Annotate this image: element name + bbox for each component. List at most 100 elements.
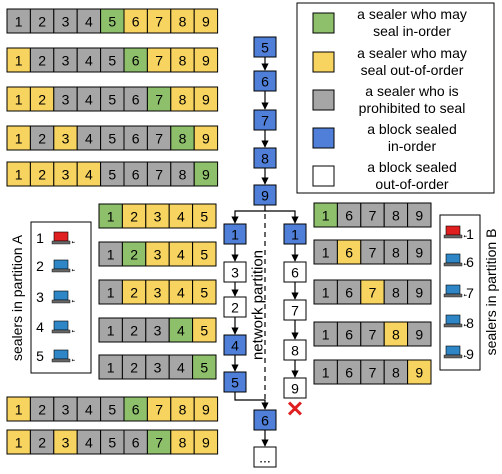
block-blue [253, 70, 277, 92]
block-white [283, 377, 307, 399]
block-label: 5 [231, 375, 239, 391]
fork-a-block: 4 [223, 334, 247, 356]
block-blue [253, 36, 277, 58]
laptop-screen [445, 253, 461, 264]
block-label: 3 [231, 265, 239, 281]
row-cell-label: 4 [177, 247, 185, 263]
row-cell-label: 9 [202, 435, 210, 451]
row-cell-label: 5 [200, 209, 208, 225]
laptop-cable [71, 268, 76, 272]
legend-swatch-white [312, 165, 335, 187]
row-cell-gray [407, 279, 432, 305]
block-label: 6 [291, 265, 299, 281]
row-cell-label: 8 [392, 365, 400, 381]
block-label: 9 [291, 381, 299, 397]
block-white [283, 299, 307, 321]
block-blue [253, 184, 277, 206]
row-cell-label: 4 [85, 53, 93, 69]
row-cell-label: 6 [132, 14, 140, 30]
row-cell-label: 9 [415, 245, 423, 261]
row-cell-label: 5 [200, 360, 208, 376]
legend-swatch-yellow [312, 51, 335, 73]
fork-a-block: 1 [223, 223, 247, 245]
row-cell-yellow [192, 203, 217, 229]
row-cell-yellow [407, 359, 432, 385]
row-cell-label: 8 [392, 285, 400, 301]
row-cell-label: 2 [38, 402, 46, 418]
row-cell-label: 4 [85, 92, 93, 108]
row-cell-label: 7 [369, 208, 377, 224]
laptop-icon [443, 314, 468, 328]
block-white [223, 261, 247, 283]
row-cell-label: 6 [132, 435, 140, 451]
row-cell-label: 4 [85, 167, 93, 183]
partition-a-sealer-id: 2 [36, 258, 44, 274]
row-cell-label: 9 [415, 285, 423, 301]
row-cell-label: 3 [154, 285, 162, 301]
row-cell-green [193, 161, 219, 187]
block-blue [283, 223, 307, 245]
row-cell-label: 6 [345, 245, 353, 261]
row-cell-label: 6 [345, 327, 353, 343]
legend-text: seal out-of-order [361, 62, 464, 78]
row-cell-label: 6 [345, 208, 353, 224]
laptop-cable [71, 240, 76, 244]
block-white [283, 261, 307, 283]
block-blue [223, 334, 247, 356]
main-chain-block: 5 [253, 36, 277, 58]
row-cell-label: 2 [38, 92, 46, 108]
row-cell-label: 1 [322, 285, 330, 301]
partition-b-sealer-id: 1 [466, 226, 474, 242]
row-cell-label: 8 [179, 402, 187, 418]
partition-b-sealer-id: 9 [466, 346, 474, 362]
block-label: 1 [231, 227, 239, 243]
block-blue [253, 109, 277, 131]
laptop-base [443, 262, 463, 267]
partition-a-sealer-id: 3 [36, 289, 44, 305]
row-cell-label: 1 [107, 285, 115, 301]
row-cell-label: 4 [85, 131, 93, 147]
laptop-base [443, 234, 463, 239]
laptop-cable [463, 354, 468, 358]
partition-b-label: sealers in partition B [483, 229, 499, 356]
block-label: 6 [261, 413, 269, 429]
laptop-screen [445, 345, 461, 356]
laptop-icon [51, 231, 76, 245]
block-blue [253, 409, 277, 431]
row-cell-label: 6 [132, 167, 140, 183]
row-cell-label: 2 [38, 53, 46, 69]
row-cell-label: 2 [130, 247, 138, 263]
main-chain-block: 6 [253, 70, 277, 92]
laptop-cable [71, 299, 76, 303]
row-cell-label: 6 [345, 365, 353, 381]
fork-b-block: 8 [283, 339, 307, 361]
block-label: 1 [291, 227, 299, 243]
row-cell-label: 7 [155, 435, 163, 451]
row-cell-label: 7 [155, 402, 163, 418]
block-label: 5 [261, 40, 269, 56]
row-cell-label: 8 [179, 131, 187, 147]
row-cell-label: 1 [15, 92, 23, 108]
row-cell-label: 8 [179, 92, 187, 108]
laptop-base [51, 329, 71, 334]
fork-b-block: 6 [283, 261, 307, 283]
row-cell-label: 7 [369, 365, 377, 381]
laptop-icon [51, 349, 76, 363]
row-cell-label: 5 [108, 435, 116, 451]
block-blue [253, 147, 277, 169]
partition-a-sealer-id: 4 [36, 319, 44, 335]
row-cell-label: 4 [177, 209, 185, 225]
row-cell-label: 1 [322, 208, 330, 224]
row-cell-label: 8 [179, 435, 187, 451]
row-cell-label: 5 [200, 323, 208, 339]
block-label: 9 [261, 188, 269, 204]
row-cell-label: 5 [108, 92, 116, 108]
laptop-base [443, 323, 463, 328]
